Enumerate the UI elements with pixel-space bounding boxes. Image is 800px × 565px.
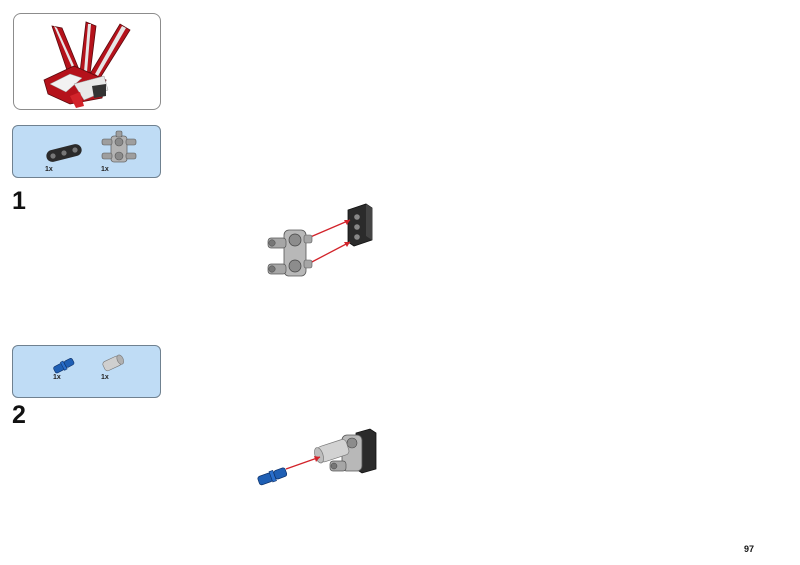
part-qty: 1x — [101, 374, 109, 381]
red-wing-model-image — [43, 21, 131, 108]
parts-list-step-2: 1x 1x — [12, 345, 161, 398]
part-qty: 1x — [101, 166, 109, 173]
step-number: 1 — [12, 187, 26, 215]
black-beam-icon — [46, 144, 82, 162]
blue-pin-icon — [53, 358, 75, 374]
submodel-preview — [13, 13, 161, 110]
parts-list-step-1: 1x 1x — [12, 125, 161, 178]
step-number: 2 — [12, 401, 26, 429]
gray-connector-icon — [101, 130, 137, 163]
page-number: 97 — [744, 544, 755, 554]
gray-axle-connector-icon — [102, 354, 124, 372]
part-qty: 1x — [45, 166, 53, 173]
part-qty: 1x — [53, 374, 61, 381]
step-1-assembly-image — [267, 203, 373, 277]
step-2-assembly-image — [257, 428, 377, 486]
